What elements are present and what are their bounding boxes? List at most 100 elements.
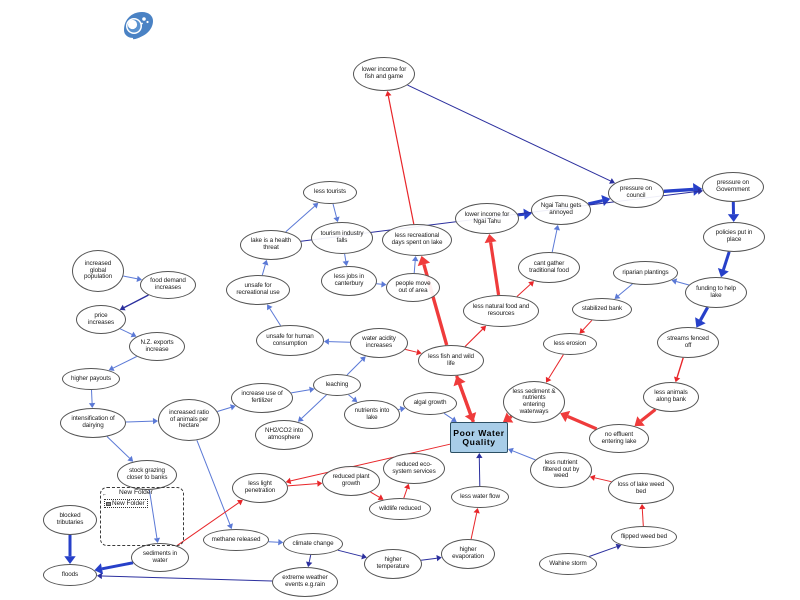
node-water_acidity[interactable]: water acidity increases — [350, 328, 408, 358]
node-higher_evaporation[interactable]: higher evaporation — [441, 539, 495, 569]
node-blocked_tributaries[interactable]: blocked tributaries — [43, 505, 97, 535]
node-less_animals_bank[interactable]: less animals along bank — [643, 382, 699, 412]
edge-funding_help_lake-to-riparian_plantings — [676, 281, 690, 286]
node-reduced_plant_growth[interactable]: reduced plant growth — [322, 466, 380, 496]
node-nz_exports_increase[interactable]: N.Z. exports increase — [129, 332, 185, 361]
arrowhead-funding_help_lake-to-streams_fenced_off — [695, 317, 706, 328]
node-less_fish_wildlife[interactable]: less fish and wild life — [418, 345, 484, 376]
node-wildlife_reduced[interactable]: wildlife reduced — [369, 498, 431, 520]
edge-intensification_dairying-to-stock_grazing_banks — [106, 436, 130, 459]
new-folder-title: New Folder — [119, 489, 153, 496]
arrowhead-unsafe_recreational-to-lake_health_threat — [262, 259, 269, 266]
edge-food_demand_increases-to-price_increases — [123, 294, 149, 309]
node-less_jobs_canterbury[interactable]: less jobs in canterbury — [321, 266, 377, 296]
edge-wahine_storm-to-flipped_weed_bed — [589, 546, 617, 557]
node-nh2_co2[interactable]: NH2/CO2 into atmosphere — [255, 420, 313, 450]
arrowhead-less_fish_wildlife-to-poor_water_quality — [464, 412, 477, 422]
node-loss_lake_weed_bed[interactable]: loss of lake weed bed — [608, 473, 674, 504]
edge-higher_temperature-to-higher_evaporation — [421, 557, 437, 561]
edge-less_tourists-to-tourism_industry_falls — [332, 203, 337, 218]
node-ngai_tahu_annoyed[interactable]: Ngai Tahu gets annoyed — [531, 195, 591, 225]
node-price_increases[interactable]: price increases — [76, 305, 126, 334]
node-less_natural_food[interactable]: less natural food and resources — [463, 295, 539, 327]
edge-less_nutrient_filtered-to-poor_water_quality — [512, 450, 536, 461]
edge-higher_evaporation-to-less_water_flow — [470, 512, 478, 540]
node-food_demand_increases[interactable]: food demand increases — [140, 271, 196, 299]
arrowhead-less_natural_food-to-cant_gather_food — [528, 281, 534, 287]
node-lake_health_threat[interactable]: lake is a health threat — [240, 230, 302, 260]
node-less_nutrient_filtered[interactable]: less nutrient filtered out by weed — [530, 452, 592, 488]
node-poor_water_quality[interactable]: Poor Water Quality — [450, 422, 508, 453]
node-intensification_dairying[interactable]: intensification of dairying — [60, 408, 126, 438]
edge-ngai_tahu_annoyed-to-pressure_council — [587, 199, 603, 206]
node-funding_help_lake[interactable]: funding to help lake — [685, 277, 747, 308]
edge-poor_water_quality-to-less_fish_wildlife — [458, 383, 475, 423]
edge-intensification_dairying-to-increased_ratio_animals — [125, 420, 154, 423]
node-stabilized_bank[interactable]: stabilized bank — [572, 298, 632, 321]
arrowhead-sediments_in_water-to-less_light_penetration — [237, 499, 243, 506]
edge-sediments_in_water-to-floods — [101, 561, 134, 571]
node-increased_ratio_animals[interactable]: increased ratio of animals per hectare — [158, 399, 220, 441]
edge-less_natural_food-to-cant_gather_food — [516, 284, 531, 297]
arrowhead-policies_put_in_place-to-funding_help_lake — [717, 268, 729, 278]
edge-pressure_council-to-pressure_government — [663, 187, 694, 193]
edge-funding_help_lake-to-streams_fenced_off — [699, 306, 709, 322]
node-methane_released[interactable]: methane released — [203, 529, 269, 551]
node-floods[interactable]: floods — [43, 564, 97, 586]
edge-loss_lake_weed_bed-to-less_nutrient_filtered — [594, 477, 612, 483]
node-higher_payouts[interactable]: higher payouts — [62, 368, 120, 390]
edge-algal_growth-to-poor_water_quality — [443, 412, 453, 420]
node-cant_gather_food[interactable]: cant gather traditional food — [518, 252, 580, 283]
node-no_effluent[interactable]: no effluent entering lake — [589, 424, 649, 453]
edge-less_natural_food-to-lower_income_ngai_tahu — [489, 241, 501, 296]
edge-less_fish_wildlife-to-poor_water_quality — [455, 375, 473, 415]
edge-unsafe_recreational-to-lake_health_threat — [261, 264, 266, 276]
node-increase_fertilizer[interactable]: increase use of fertilizer — [231, 383, 293, 413]
node-wahine_storm[interactable]: Wahine storm — [539, 553, 597, 575]
node-less_recreational_days[interactable]: less recreational days spent on lake — [382, 224, 452, 256]
new-folder-rename-field[interactable]: New Folder — [104, 499, 148, 508]
node-extreme_weather[interactable]: extreme weather events e.g.rain — [272, 567, 338, 597]
node-stock_grazing_banks[interactable]: stock grazing closer to banks — [117, 460, 177, 490]
node-less_erosion[interactable]: less erosion — [543, 333, 597, 355]
node-sediments_in_water[interactable]: sediments in water — [131, 543, 189, 572]
node-less_water_flow[interactable]: less water flow — [451, 486, 509, 508]
edge-water_acidity-to-unsafe_human_consumption — [328, 341, 351, 343]
edge-methane_released-to-climate_change — [268, 541, 279, 543]
edge-streams_fenced_off-to-less_animals_bank — [676, 357, 684, 378]
arrowhead-less_animals_bank-to-no_effluent — [634, 416, 645, 427]
node-higher_temperature[interactable]: higher temperature — [364, 549, 422, 579]
node-unsafe_recreational[interactable]: unsafe for recreational use — [226, 275, 290, 305]
node-pressure_government[interactable]: pressure on Government — [702, 172, 764, 202]
node-policies_put_in_place[interactable]: policies put in place — [703, 222, 765, 252]
node-less_light_penetration[interactable]: less light penetration — [232, 473, 288, 503]
edge-less_fish_wildlife-to-less_natural_food — [464, 328, 483, 347]
node-climate_change[interactable]: climate change — [283, 533, 343, 555]
node-algal_growth[interactable]: algal growth — [403, 392, 457, 415]
node-leaching[interactable]: leaching — [313, 374, 361, 396]
node-increased_global_population[interactable]: increased global population — [72, 250, 124, 292]
edge-increased_ratio_animals-to-increase_fertilizer — [217, 406, 232, 412]
arrowhead-people_move_out-to-less_recreational_days — [412, 256, 419, 262]
node-people_move_out[interactable]: people move out of area — [386, 273, 440, 302]
node-unsafe_human_consumption[interactable]: unsafe for human consumption — [256, 325, 324, 356]
node-streams_fenced_off[interactable]: streams fenced off — [657, 327, 719, 358]
arrowhead-extreme_weather-to-floods — [96, 572, 102, 580]
edge-policies_put_in_place-to-funding_help_lake — [721, 251, 731, 271]
node-tourism_industry_falls[interactable]: tourism industry falls — [311, 222, 373, 254]
arrowhead-less_water_flow-to-poor_water_quality — [476, 453, 483, 459]
edge-climate_change-to-higher_temperature — [337, 549, 363, 557]
edge-increase_fertilizer-to-leaching — [291, 389, 310, 394]
node-lower_income_ngai_tahu[interactable]: lower income for Ngai Tahu — [455, 203, 519, 234]
node-lower_income_fish_game[interactable]: lower income for fish and game — [353, 57, 415, 91]
arrowhead-stabilized_bank-to-less_erosion — [579, 327, 586, 334]
node-less_sediment_nutrients[interactable]: less sediment & nutrients entering water… — [503, 381, 565, 423]
node-pressure_council[interactable]: pressure on council — [608, 178, 664, 208]
node-less_tourists[interactable]: less tourists — [303, 181, 357, 204]
node-reduced_ecosystem_services[interactable]: reduced eco- system services — [383, 453, 445, 484]
node-nutrients_into_lake[interactable]: nutrients into lake — [344, 400, 400, 429]
node-riparian_plantings[interactable]: riparian plantings — [613, 261, 678, 285]
new-folder-chip-label: New Folder — [112, 500, 145, 507]
node-flipped_weed_bed[interactable]: flipped weed bed — [611, 526, 677, 548]
